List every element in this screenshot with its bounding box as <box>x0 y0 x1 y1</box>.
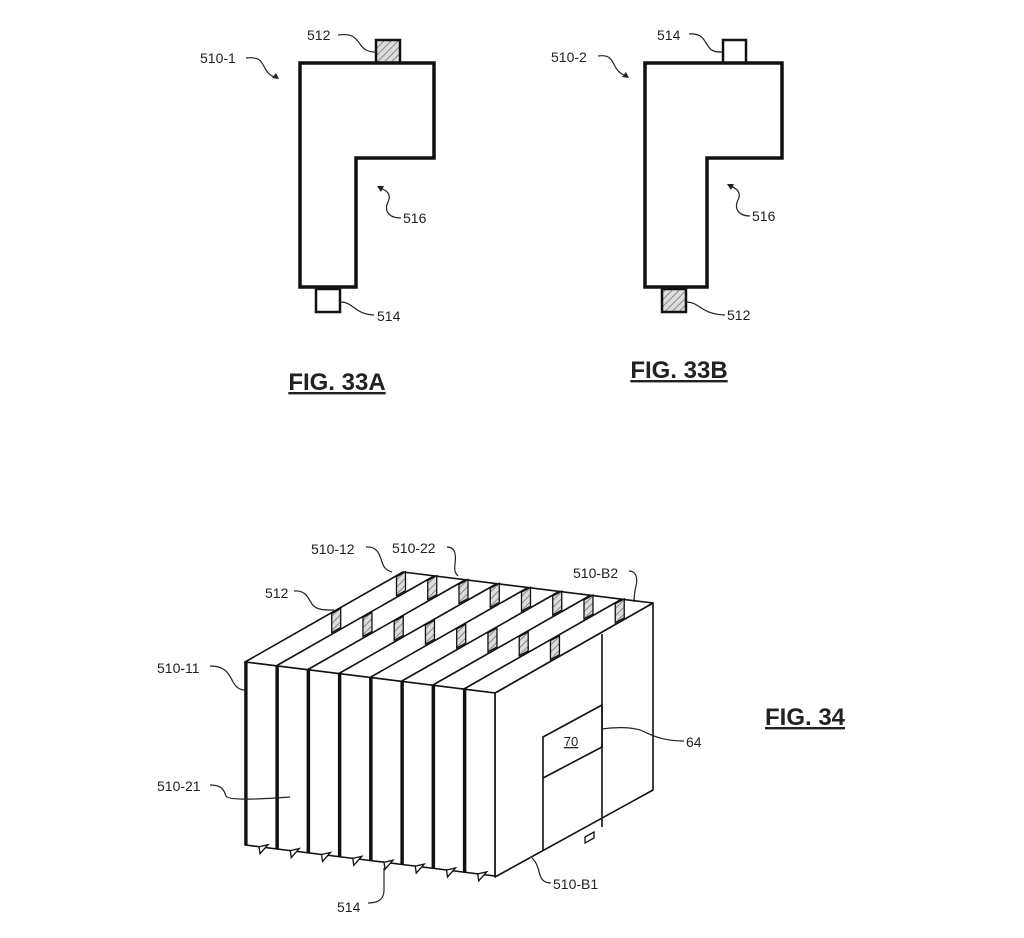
figure-title-34: FIG. 34 <box>765 704 846 731</box>
figure-title-33a: FIG. 33A <box>288 369 385 396</box>
label-514: 514 <box>337 899 361 915</box>
top-tab-512 <box>458 578 469 605</box>
top-tab-512 <box>489 582 500 609</box>
label-516: 516 <box>403 210 427 226</box>
plate-top-edge <box>307 579 466 671</box>
plate-front-face <box>400 680 434 870</box>
plate-top-edge <box>463 598 623 690</box>
bottom-tab-514 <box>320 851 333 863</box>
arrowhead <box>622 72 629 78</box>
bottom-tab-514 <box>477 870 489 883</box>
plate-top-edge <box>400 590 560 683</box>
top-tab-512 <box>456 622 467 650</box>
leader-516 <box>379 187 402 219</box>
label-514: 514 <box>377 308 401 324</box>
label-64: 64 <box>686 734 702 750</box>
top-tab-512 <box>614 597 625 624</box>
leader-514 <box>339 301 375 316</box>
top-tab-512 <box>518 630 529 657</box>
leader-516 <box>729 185 751 217</box>
leader-510-1 <box>245 57 279 79</box>
label-510-12: 510-12 <box>311 541 355 557</box>
fig-33a: 510-1 512 516 514 FIG. 33A <box>200 27 436 396</box>
leader-510-2 <box>597 55 629 78</box>
label-512: 512 <box>265 585 289 601</box>
plate-top-edge <box>432 594 591 686</box>
leader-512 <box>337 33 377 53</box>
top-tab-512 <box>393 615 404 642</box>
label-512: 512 <box>727 307 751 323</box>
plate-front-face <box>337 672 371 862</box>
plate-body <box>643 61 784 289</box>
arrowhead <box>272 73 279 79</box>
plate-front-face <box>369 676 403 866</box>
top-tab-512 <box>549 634 561 661</box>
leader-512 <box>685 301 726 316</box>
tab-512-hatched <box>374 38 402 65</box>
tab-514 <box>314 287 342 314</box>
plate-stack <box>244 570 654 883</box>
bottom-tab-514 <box>352 855 364 867</box>
bottom-tab-514 <box>383 859 395 871</box>
plate-top-edge <box>275 575 435 667</box>
plate-body <box>298 61 436 289</box>
label-510-1: 510-1 <box>200 50 236 66</box>
leader-514 <box>367 868 385 904</box>
plate-front-face <box>431 684 465 873</box>
label-510-11: 510-11 <box>157 660 200 676</box>
plate-top-edge <box>369 586 529 679</box>
plate-front-face <box>462 688 496 877</box>
bottom-tab-514 <box>414 863 427 875</box>
tab-512-hatched <box>660 287 688 314</box>
arrowhead <box>727 184 734 190</box>
plate-front-face <box>275 665 309 854</box>
label-510-21: 510-21 <box>157 778 201 794</box>
top-tab-512 <box>487 626 498 654</box>
label-516: 516 <box>752 208 776 224</box>
top-tab-512 <box>520 586 532 613</box>
bottom-tab-514 <box>289 847 302 860</box>
label-510-B1: 510-B1 <box>553 876 598 892</box>
fig-33b: 510-2 514 516 512 FIG. 33B <box>551 27 784 384</box>
top-tab-512 <box>424 619 436 646</box>
bottom-tab-514 <box>445 866 458 879</box>
label-512: 512 <box>307 27 331 43</box>
fig-34: 70 510-12 510-22 512 510-11 510-21 514 5… <box>157 540 846 915</box>
top-tab-512 <box>427 574 438 601</box>
leader-510-22 <box>446 546 459 577</box>
label-514: 514 <box>657 27 681 43</box>
arrowhead <box>377 186 384 192</box>
leader-510-21 <box>209 784 291 800</box>
plate-top-edge <box>338 582 498 675</box>
label-510-B2: 510-B2 <box>573 565 618 581</box>
figure-title-33b: FIG. 33B <box>630 357 727 384</box>
leader-510-11 <box>209 665 246 691</box>
leader-514 <box>688 33 724 53</box>
bottom-tab-514 <box>258 843 270 856</box>
plate-front-face <box>244 661 278 850</box>
top-tab-512 <box>395 570 407 597</box>
label-70: 70 <box>564 734 578 749</box>
leader-510-12 <box>365 546 393 573</box>
top-tab-512 <box>362 611 373 638</box>
top-tab-512 <box>331 607 342 634</box>
top-tab-512 <box>583 593 594 621</box>
label-510-22: 510-22 <box>392 540 436 556</box>
side-bottom-tab <box>584 830 595 845</box>
leader-510-B1 <box>531 857 552 884</box>
leader-512 <box>293 590 335 611</box>
plate-front-face <box>306 668 340 858</box>
leader-64 <box>601 727 685 742</box>
leader-510-B2 <box>628 570 638 603</box>
tab-514 <box>721 38 748 65</box>
label-510-2: 510-2 <box>551 49 587 65</box>
top-tab-512 <box>552 589 563 617</box>
